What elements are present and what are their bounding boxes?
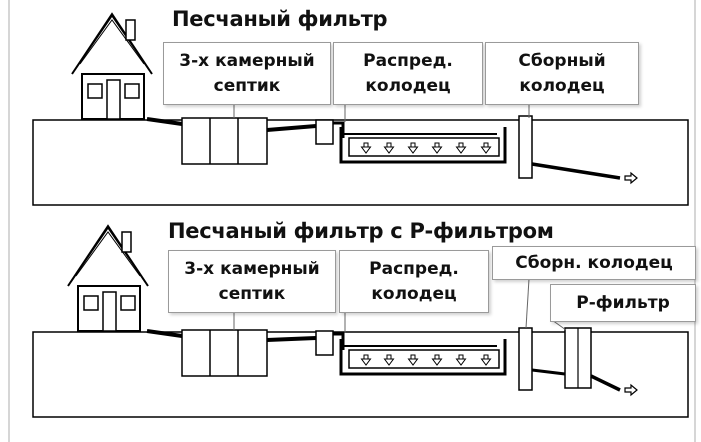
label-collection-well-2: Сборн. колодец (492, 246, 696, 280)
collection-well-2 (518, 327, 533, 391)
label-septic-2: 3-х камерный септик (168, 250, 336, 313)
collection-well-1 (518, 115, 533, 179)
label-distribution-well-2: Распред. колодец (339, 250, 489, 313)
label-p-filter: Р-фильтр (550, 284, 696, 322)
label-distribution-well-1: Распред. колодец (333, 42, 483, 105)
diagram-2-title: Песчаный фильтр с Р-фильтром (168, 219, 554, 243)
pipe-2d (531, 368, 566, 376)
label-septic-1: 3-х камерный септик (163, 42, 331, 105)
pipe-1b (266, 124, 317, 132)
diagram-1-title: Песчаный фильтр (172, 7, 388, 31)
frame-left-border (8, 0, 10, 442)
pipe-2c (333, 332, 345, 350)
outlet-arrow-2-icon (624, 384, 638, 396)
sand-filter-bed-1 (339, 127, 507, 164)
frame-right-border (694, 0, 696, 442)
septic-tank-2 (181, 329, 268, 377)
pipe-1a (146, 117, 183, 126)
pipe-2b (266, 336, 317, 342)
sand-filter-bed-2 (339, 339, 507, 376)
diagram-2-scene (32, 225, 689, 418)
outlet-pipe-2 (590, 374, 621, 392)
distribution-well-2 (315, 330, 334, 356)
septic-tank-1 (181, 117, 268, 165)
distribution-well-1 (315, 119, 334, 145)
leader-2-collection (525, 278, 530, 329)
house-1-icon (71, 13, 153, 120)
ground-1 (32, 119, 689, 206)
outlet-arrow-1-icon (624, 172, 638, 184)
house-2-icon (67, 225, 149, 332)
pipe-2a (146, 329, 183, 338)
label-collection-well-1: Сборный колодец (485, 42, 639, 105)
diagram-1-scene (32, 13, 689, 206)
p-filter-unit (564, 327, 592, 389)
ground-2 (32, 331, 689, 418)
outlet-pipe-1 (531, 162, 621, 180)
